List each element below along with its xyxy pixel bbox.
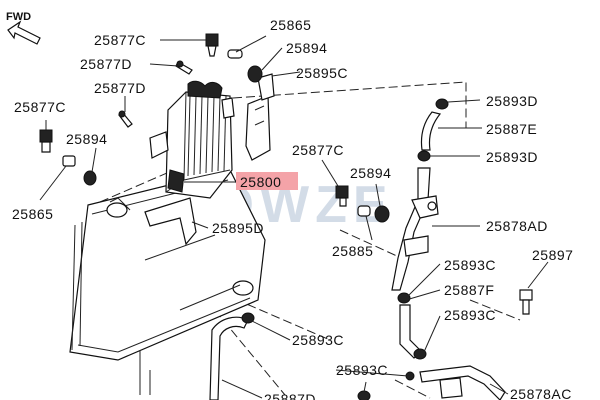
label-25894-top: 25894 (286, 40, 327, 56)
label-25893c-d: 25893C (336, 362, 388, 378)
label-25877c-top: 25877C (94, 32, 146, 48)
label-25877c-mid: 25877C (292, 142, 344, 158)
clamp-25893c-bottom (357, 390, 371, 400)
label-25877d-a: 25877D (80, 56, 132, 72)
grommet-25894-left (83, 170, 97, 186)
label-25800: 25800 (240, 174, 281, 190)
pipe-25878ad (391, 167, 439, 291)
hose-25887d-bottom (209, 312, 255, 400)
oil-cooler (149, 80, 235, 199)
grommet-25865-top (227, 49, 243, 59)
label-25894-mid: 25894 (350, 165, 391, 181)
bolt-25877c-top (205, 33, 219, 57)
radiator (69, 169, 266, 395)
label-25887d-bottom: 25887D (264, 391, 316, 400)
bolt-25877c-mid (335, 185, 349, 207)
label-25893c-c: 25893C (292, 332, 344, 348)
label-25897: 25897 (532, 247, 573, 263)
label-25865-left: 25865 (12, 206, 53, 222)
bracket-25895d (144, 197, 197, 246)
hose-25887e (417, 98, 449, 162)
bolt-25877d-a (175, 60, 193, 75)
label-25877c-left: 25877C (14, 99, 66, 115)
grommet-25894-top (247, 65, 263, 83)
label-25893c-a: 25893C (444, 257, 496, 273)
label-25894-left: 25894 (66, 131, 107, 147)
label-25895c: 25895C (296, 65, 348, 81)
label-25865-top: 25865 (270, 17, 311, 33)
label-25893c-b: 25893C (444, 307, 496, 323)
bracket-25895c (245, 73, 275, 161)
fwd-label: FWD (6, 11, 31, 23)
label-25893d-mid: 25893D (486, 149, 538, 165)
label-25887e: 25887E (486, 121, 537, 137)
bolt-25877d-b (118, 110, 133, 128)
hose-25887f (397, 292, 427, 360)
label-25878ad: 25878AD (486, 218, 548, 234)
label-25877d-b: 25877D (94, 80, 146, 96)
highlight-25800 (236, 172, 298, 190)
bolt-25877c-left (39, 129, 53, 153)
label-25885: 25885 (332, 243, 373, 259)
label-25878ac: 25878AC (510, 386, 572, 400)
grommet-25885 (357, 205, 371, 217)
pipe-25878ac (405, 365, 506, 400)
leader-lines (39, 35, 549, 399)
grommet-25865-left (62, 155, 76, 167)
label-25887f: 25887F (444, 282, 494, 298)
label-25895d: 25895D (212, 220, 264, 236)
grommet-25894-mid (374, 205, 390, 223)
fwd-arrow-icon (7, 20, 41, 45)
bolt-25897 (519, 289, 533, 315)
label-25893d-top: 25893D (486, 93, 538, 109)
